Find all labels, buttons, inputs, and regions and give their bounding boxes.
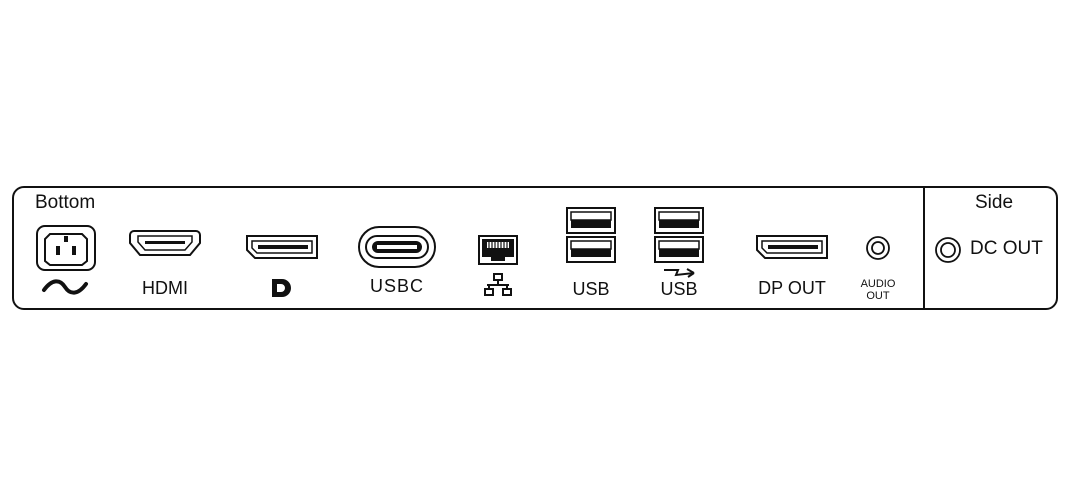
usb-charging-stacked-port-icon — [654, 207, 704, 263]
usbc-label: USBC — [369, 276, 424, 296]
dp-out-label: DP OUT — [758, 278, 826, 298]
audio-jack-icon — [866, 236, 890, 260]
dp-out-port-icon — [756, 235, 828, 259]
displayport-port-icon — [246, 235, 318, 259]
io-port-panel — [12, 186, 1058, 310]
displayport-logo-icon — [271, 278, 293, 298]
usb-charging-label: USB — [660, 279, 698, 299]
dc-out-jack-icon — [935, 237, 961, 263]
ethernet-port-icon — [478, 235, 518, 265]
bottom-section-label: Bottom — [35, 192, 96, 213]
hdmi-port-icon — [128, 229, 202, 259]
usbc-port-icon — [358, 226, 436, 268]
usb-stacked-port-icon — [566, 207, 616, 263]
side-section-label: Side — [975, 192, 1014, 213]
usb-label: USB — [572, 279, 610, 299]
audio-out-label-line2: OUT — [866, 290, 890, 302]
audio-out-label-line1: AUDIO — [860, 278, 896, 290]
network-icon — [484, 273, 512, 297]
dc-out-label: DC OUT — [970, 238, 1043, 259]
usb-charging-icon — [662, 265, 696, 279]
ac-power-inlet-icon — [36, 225, 96, 271]
hdmi-label: HDMI — [142, 278, 188, 298]
ac-tilde-icon — [42, 279, 88, 295]
section-divider — [923, 188, 925, 310]
